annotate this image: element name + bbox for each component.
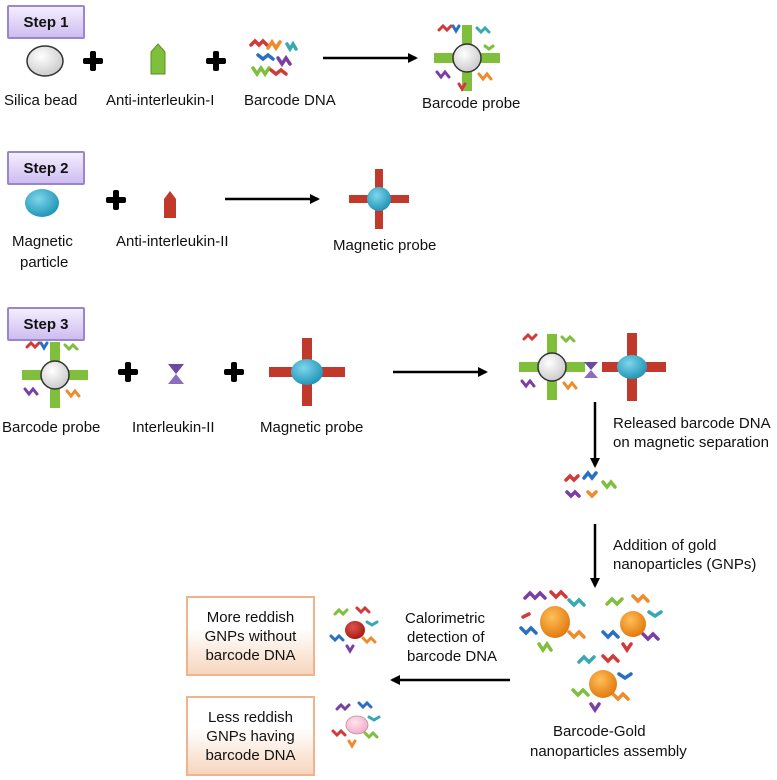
barcode-probe-icon	[22, 340, 88, 408]
plus-icon	[224, 362, 244, 382]
step-1-label: Step 1	[7, 5, 85, 39]
label-barcode-probe-step3: Barcode probe	[2, 419, 101, 436]
label-assembly-2: nanoparticles assembly	[530, 743, 687, 760]
result-less-line-2: GNPs having	[206, 727, 295, 745]
label-interleukin-ii: Interleukin-II	[132, 419, 215, 436]
red-gnp-icon	[329, 605, 379, 654]
interleukin-ii-icon	[168, 364, 184, 384]
label-gold-1: Addition of gold	[613, 537, 717, 554]
label-anti-interleukin-i: Anti-interleukin-I	[106, 92, 215, 109]
label-magnetic-particle-1: Magnetic	[12, 233, 73, 250]
plus-icon	[118, 362, 138, 382]
label-magnetic-probe: Magnetic probe	[333, 237, 437, 254]
result-less-reddish: Less reddish GNPs having barcode DNA	[186, 696, 315, 776]
result-less-line-1: Less reddish	[207, 708, 294, 726]
sandwich-complex-icon	[519, 332, 666, 401]
barcode-dna-icon	[249, 38, 298, 78]
label-magnetic-particle-2: particle	[20, 254, 69, 271]
barcode-gold-assembly-icon	[519, 589, 663, 714]
step-2-label: Step 2	[7, 151, 85, 185]
result-more-line-2: GNPs without	[204, 627, 297, 645]
pink-gnp-icon	[331, 700, 381, 749]
magnetic-probe-icon	[269, 338, 345, 406]
label-silica-bead: Silica bead	[4, 92, 78, 109]
result-more-line-3: barcode DNA	[205, 646, 296, 664]
anti-interleukin-ii-icon	[164, 191, 176, 218]
label-released-1: Released barcode DNA	[613, 415, 771, 432]
plus-icon	[106, 190, 126, 210]
label-released-2: on magnetic separation	[613, 434, 769, 451]
label-gold-2: nanoparticles (GNPs)	[613, 556, 757, 573]
magnetic-probe-icon	[349, 169, 409, 229]
label-barcode-dna: Barcode DNA	[244, 92, 336, 109]
plus-icon	[83, 51, 103, 71]
released-barcode-dna-icon	[564, 470, 617, 499]
result-more-line-1: More reddish	[206, 608, 295, 626]
label-magnetic-probe-step3: Magnetic probe	[260, 419, 364, 436]
label-assembly-1: Barcode-Gold	[553, 723, 646, 740]
result-less-line-3: barcode DNA	[205, 746, 296, 764]
plus-icon	[206, 51, 226, 71]
label-calorimetric-2: detection of	[407, 629, 485, 646]
result-more-reddish: More reddish GNPs without barcode DNA	[186, 596, 315, 676]
silica-bead	[26, 45, 64, 77]
magnetic-particle	[25, 189, 59, 217]
anti-interleukin-i-icon	[150, 43, 166, 75]
step-3-label: Step 3	[7, 307, 85, 341]
label-anti-interleukin-ii: Anti-interleukin-II	[116, 233, 229, 250]
label-calorimetric-3: barcode DNA	[407, 648, 498, 665]
label-barcode-probe: Barcode probe	[422, 95, 521, 112]
label-calorimetric-1: Calorimetric	[405, 610, 486, 627]
barcode-probe-icon	[434, 23, 500, 92]
